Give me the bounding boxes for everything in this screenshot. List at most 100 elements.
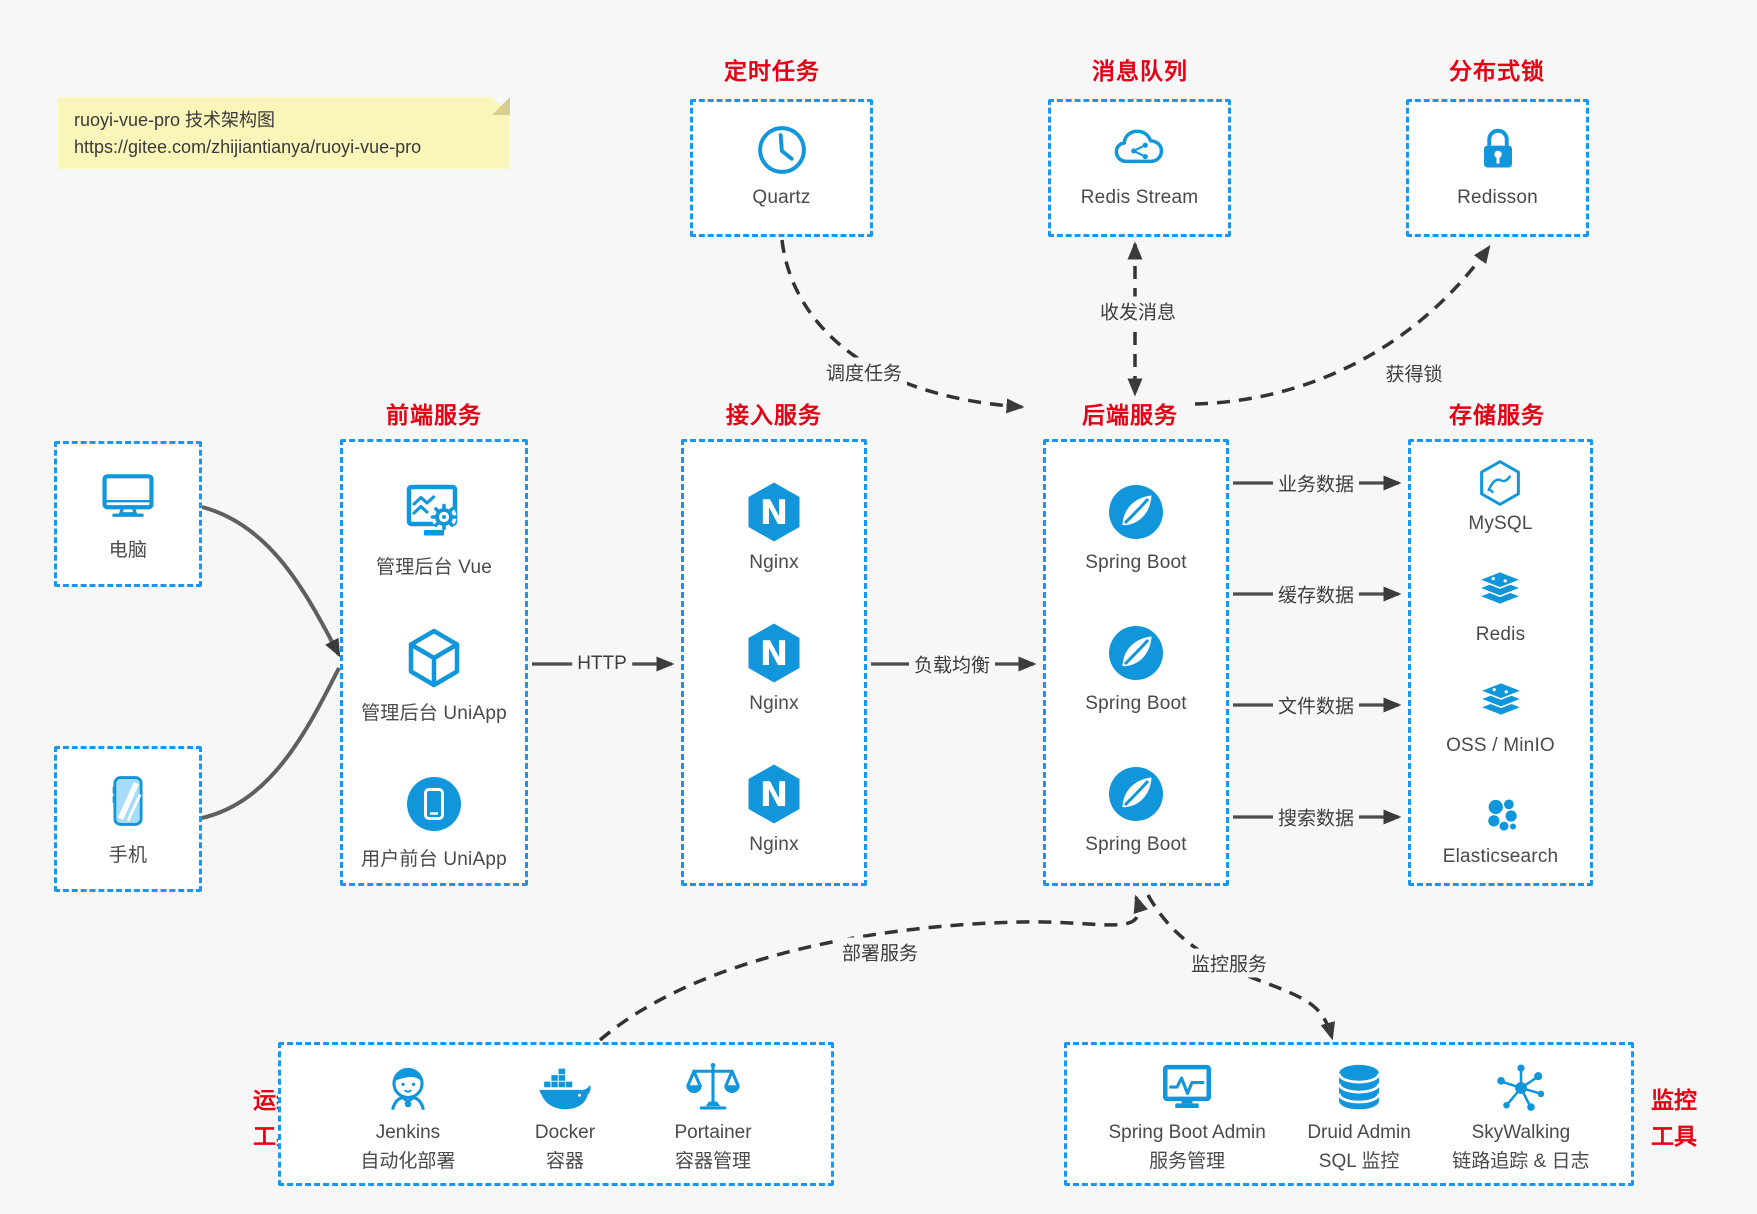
layer-stack-icon <box>1477 681 1525 729</box>
edge-deploy <box>598 894 1148 1042</box>
cloud-circuit-icon <box>1112 122 1168 178</box>
spring-boot-node-1: Spring Boot <box>1085 480 1187 574</box>
note-fold-corner <box>492 97 510 115</box>
clock-icon <box>754 122 810 178</box>
node-label-admin-vue: 管理后台 Vue <box>376 557 492 578</box>
spring-boot-node-3: Spring Boot <box>1085 762 1187 856</box>
node-label-spring-1: Spring Boot <box>1085 552 1187 573</box>
nginx-icon <box>742 762 806 826</box>
edge-phone-frontend <box>201 667 341 820</box>
backend-box: Spring Boot Spring Boot Spring Boot <box>1043 439 1229 886</box>
node-label-redis: Redis <box>1475 624 1526 645</box>
node-label-redisson: Redisson <box>1457 187 1538 208</box>
node-label-skywalking: SkyWalking <box>1471 1122 1571 1143</box>
frontend-box: 管理后台 Vue 管理后台 UniApp 用户前台 UniApp <box>340 439 528 886</box>
edge-label-http: HTTP <box>572 652 632 676</box>
scales-icon <box>684 1059 742 1117</box>
cube-icon <box>402 626 466 690</box>
node-label-nginx-2: Nginx <box>749 693 799 714</box>
layer-stack-icon <box>1476 570 1524 618</box>
frontend-admin-vue-node: 管理后台 Vue <box>376 480 492 579</box>
nginx-node-1: Nginx <box>742 480 806 574</box>
node-sublabel-docker: 容器 <box>545 1150 584 1172</box>
node-label-nginx-1: Nginx <box>749 552 799 573</box>
phone-client-box: 手机 <box>54 746 202 892</box>
docker-node: Docker 容器 <box>535 1059 595 1174</box>
gateway-box: Nginx Nginx Nginx <box>681 439 867 886</box>
spring-leaf-icon <box>1104 621 1168 685</box>
nginx-icon <box>742 621 806 685</box>
jenkins-node: Jenkins 自动化部署 <box>360 1059 455 1174</box>
section-title-gateway: 接入服务 <box>726 402 822 428</box>
portainer-node: Portainer 容器管理 <box>674 1059 752 1174</box>
elastic-cluster-icon <box>1477 792 1525 840</box>
docker-whale-icon <box>536 1059 594 1117</box>
edge-label-deploy: 部署服务 <box>836 937 924 967</box>
node-label-spring-2: Spring Boot <box>1085 693 1187 714</box>
node-label-computer: 电脑 <box>108 540 148 561</box>
edge-computer-frontend <box>201 505 341 658</box>
node-label-portainer: Portainer <box>674 1122 752 1143</box>
section-title-storage: 存储服务 <box>1449 402 1545 428</box>
oss-minio-node: OSS / MinIO <box>1446 681 1555 757</box>
edge-label-file-data: 文件数据 <box>1272 690 1360 720</box>
edge-label-cache-data: 缓存数据 <box>1272 579 1360 609</box>
monitor-tools-box: Spring Boot Admin 服务管理 Druid Admin SQL 监… <box>1064 1042 1634 1186</box>
lock-icon <box>1470 122 1526 178</box>
nginx-node-3: Nginx <box>742 762 806 856</box>
nginx-icon <box>742 480 806 544</box>
frontend-user-uniapp-node: 用户前台 UniApp <box>361 772 507 871</box>
druid-admin-node: Druid Admin SQL 监控 <box>1307 1059 1411 1174</box>
section-title-monitor-tools: 监控 工具 <box>1651 1087 1697 1149</box>
edge-label-schedule: 调度任务 <box>820 357 908 387</box>
edge-label-monitor: 监控服务 <box>1185 948 1273 978</box>
ops-tools-box: Jenkins 自动化部署 Docker 容器 Portainer 容器管理 <box>278 1042 834 1186</box>
jenkins-icon <box>379 1059 437 1117</box>
edge-label-messages: 收发消息 <box>1094 296 1182 326</box>
section-title-scheduled-task: 定时任务 <box>724 58 820 84</box>
admin-monitor-gear-icon <box>402 480 466 544</box>
node-label-docker: Docker <box>534 1122 596 1143</box>
sticky-note: ruoyi-vue-pro 技术架构图 https://gitee.com/zh… <box>58 97 510 169</box>
note-title: ruoyi-vue-pro 技术架构图 <box>74 110 276 130</box>
spring-leaf-icon <box>1104 480 1168 544</box>
desktop-icon <box>98 466 158 526</box>
node-label-nginx-3: Nginx <box>749 834 799 855</box>
mysql-node: MySQL <box>1468 459 1532 535</box>
scheduled-task-box: Quartz <box>690 99 873 237</box>
node-sublabel-spring-boot-admin: 服务管理 <box>1149 1150 1226 1172</box>
node-sublabel-druid-admin: SQL 监控 <box>1318 1150 1400 1172</box>
node-graph-icon <box>1492 1059 1550 1117</box>
edge-label-business-data: 业务数据 <box>1272 468 1360 498</box>
section-title-message-queue: 消息队列 <box>1092 58 1188 84</box>
node-label-redis-stream: Redis Stream <box>1080 187 1199 208</box>
edge-label-search-data: 搜索数据 <box>1272 802 1360 832</box>
node-label-oss-minio: OSS / MinIO <box>1446 735 1555 756</box>
node-label-user-uniapp: 用户前台 UniApp <box>361 849 507 870</box>
node-label-jenkins: Jenkins <box>375 1122 441 1143</box>
edge-label-load-balance: 负载均衡 <box>908 649 996 679</box>
distributed-lock-box: Redisson <box>1406 99 1589 237</box>
section-title-frontend: 前端服务 <box>386 402 482 428</box>
node-label-spring-3: Spring Boot <box>1085 834 1187 855</box>
node-label-admin-uniapp: 管理后台 UniApp <box>361 703 507 724</box>
smartphone-icon <box>98 771 158 831</box>
node-label-phone: 手机 <box>108 845 148 866</box>
message-queue-box: Redis Stream <box>1048 99 1231 237</box>
spring-boot-node-2: Spring Boot <box>1085 621 1187 715</box>
database-icon <box>1330 1059 1388 1117</box>
mysql-icon <box>1476 459 1524 507</box>
node-sublabel-skywalking: 链路追踪 & 日志 <box>1452 1150 1590 1172</box>
computer-client-box: 电脑 <box>54 441 202 587</box>
node-sublabel-jenkins: 自动化部署 <box>360 1150 456 1172</box>
frontend-admin-uniapp-node: 管理后台 UniApp <box>361 626 507 725</box>
admin-pulse-monitor-icon <box>1158 1059 1216 1117</box>
elasticsearch-node: Elasticsearch <box>1443 792 1559 868</box>
node-sublabel-portainer: 容器管理 <box>675 1150 752 1172</box>
section-title-distributed-lock: 分布式锁 <box>1449 58 1545 84</box>
spring-boot-admin-node: Spring Boot Admin 服务管理 <box>1108 1059 1266 1174</box>
node-label-elasticsearch: Elasticsearch <box>1442 846 1559 867</box>
node-label-spring-boot-admin: Spring Boot Admin <box>1108 1122 1266 1143</box>
skywalking-node: SkyWalking 链路追踪 & 日志 <box>1452 1059 1590 1174</box>
spring-leaf-icon <box>1104 762 1168 826</box>
